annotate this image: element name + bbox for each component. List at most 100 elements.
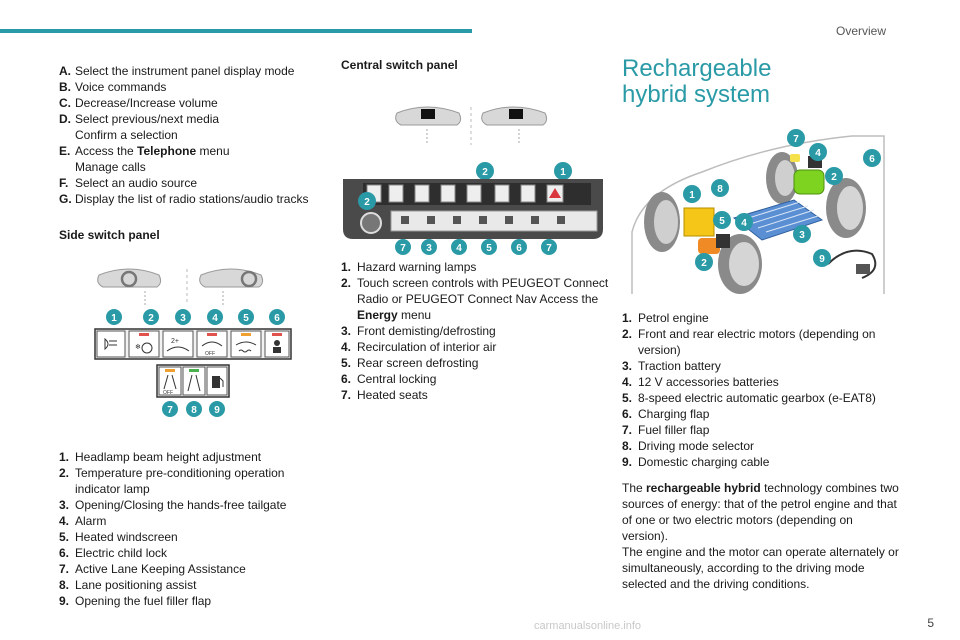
hybrid-badges: 7 4 2 6 1 8 5 4 3 2 9 xyxy=(683,129,881,271)
svg-text:6: 6 xyxy=(516,243,522,254)
accessory-battery xyxy=(716,234,730,248)
list-item: Confirm a selection xyxy=(75,128,178,142)
column-central-panel: Central switch panel 2 1 xyxy=(341,57,616,403)
svg-text:3: 3 xyxy=(426,243,432,254)
svg-text:7: 7 xyxy=(793,134,799,145)
watermark: carmanualsonline.info xyxy=(534,620,642,632)
svg-text:5: 5 xyxy=(243,313,249,324)
svg-text:9: 9 xyxy=(214,405,220,416)
svg-text:3: 3 xyxy=(180,313,186,324)
lane-position-icon xyxy=(182,366,206,396)
list-item: D.Select previous/next media xyxy=(59,112,220,126)
svg-text:OFF: OFF xyxy=(205,351,215,357)
list-item: E.Access the Telephone menu xyxy=(59,144,230,158)
controls-list: A.Select the instrument panel display mo… xyxy=(59,63,327,207)
list-item: 3.Front demisting/defrosting xyxy=(341,324,496,338)
list-item: 2.Front and rear electric motors (depend… xyxy=(622,327,876,357)
side-switch-list: 1.Headlamp beam height adjustment 2.Temp… xyxy=(59,449,327,609)
list-item: Manage calls xyxy=(75,160,146,174)
heated-windscreen-icon xyxy=(230,330,262,358)
steering-wheel-icon xyxy=(395,106,462,143)
list-item: 6.Central locking xyxy=(341,372,437,386)
svg-text:OFF: OFF xyxy=(163,390,173,396)
column-hybrid-system: Rechargeable hybrid system xyxy=(622,56,902,592)
svg-text:7: 7 xyxy=(546,243,552,254)
side-badges-bottom: 7 8 9 xyxy=(162,401,225,417)
list-item: 6.Charging flap xyxy=(622,407,710,421)
hazard-button-icon xyxy=(546,184,564,203)
list-item: 4.12 V accessories batteries xyxy=(622,375,779,389)
svg-text:7: 7 xyxy=(167,405,173,416)
svg-text:8: 8 xyxy=(717,184,723,195)
front-motor xyxy=(698,238,720,254)
list-item: 2.Touch screen controls with PEUGEOT Con… xyxy=(341,276,609,322)
svg-text:4: 4 xyxy=(456,243,462,254)
list-item: 1.Hazard warning lamps xyxy=(341,260,477,274)
hybrid-description: The rechargeable hybrid technology combi… xyxy=(622,481,899,543)
svg-text:5: 5 xyxy=(486,243,492,254)
header-accent-bar xyxy=(0,29,472,33)
fuel-flap-icon xyxy=(206,366,228,396)
wheel-icon xyxy=(718,234,762,294)
list-item: C.Decrease/Increase volume xyxy=(59,96,218,110)
page-number: 5 xyxy=(927,616,934,630)
page-title: Rechargeable hybrid system xyxy=(622,55,772,108)
svg-text:1: 1 xyxy=(111,313,117,324)
list-item: B.Voice commands xyxy=(59,80,167,94)
svg-text:3: 3 xyxy=(799,230,805,241)
list-item: 5.Rear screen defrosting xyxy=(341,356,479,370)
list-item: 9.Opening the fuel filler flap xyxy=(59,594,212,608)
wheel-icon xyxy=(826,178,866,238)
wheel-icon xyxy=(644,192,680,252)
preconditioning-icon: ❄ xyxy=(128,330,160,358)
badge: 2 xyxy=(482,167,488,178)
central-switch-panel-figure: 2 1 2 xyxy=(343,106,603,255)
svg-text:5: 5 xyxy=(719,216,725,227)
list-item: G.Display the list of radio stations/aud… xyxy=(59,192,309,206)
svg-text:2: 2 xyxy=(148,313,154,324)
alarm-icon: OFF xyxy=(196,330,228,358)
traction-battery xyxy=(732,199,824,241)
badge: 1 xyxy=(560,167,566,178)
svg-text:1: 1 xyxy=(689,190,695,201)
list-item: 8.Driving mode selector xyxy=(622,439,755,453)
list-item: 8.Lane positioning assist xyxy=(59,578,197,592)
side-switch-panel-heading: Side switch panel xyxy=(59,228,160,242)
list-item: 1.Petrol engine xyxy=(622,311,709,325)
list-item: 1.Headlamp beam height adjustment xyxy=(59,450,262,464)
side-switch-panel-figure: 1 2 3 4 5 6 ❄ 2+ OFF xyxy=(94,268,292,417)
lane-keeping-icon: OFF xyxy=(158,366,182,396)
svg-text:9: 9 xyxy=(819,254,825,265)
svg-text:4: 4 xyxy=(815,148,821,159)
list-item: 9.Domestic charging cable xyxy=(622,455,770,469)
list-item: 5.8-speed electric automatic gearbox (e-… xyxy=(622,391,876,405)
petrol-engine xyxy=(683,207,715,237)
headlamp-adjust-icon xyxy=(96,330,126,358)
list-item: F.Select an audio source xyxy=(59,176,198,190)
list-item: 3.Traction battery xyxy=(622,359,721,373)
charging-cable-icon xyxy=(827,249,877,279)
column-steering-controls: A.Select the instrument panel display mo… xyxy=(59,63,327,609)
list-item: 6.Electric child lock xyxy=(59,546,168,560)
steering-wheel-icon xyxy=(199,268,264,305)
side-badges-top: 1 2 3 4 5 6 xyxy=(106,309,285,325)
hybrid-description-2: The engine and the motor can operate alt… xyxy=(622,545,899,591)
list-item: 3.Opening/Closing the hands-free tailgat… xyxy=(59,498,287,512)
steering-wheel-icon xyxy=(97,268,162,305)
section-title: Overview xyxy=(835,24,886,38)
list-item: A.Select the instrument panel display mo… xyxy=(59,64,295,78)
steering-wheel-icon xyxy=(481,106,548,143)
svg-text:7: 7 xyxy=(400,243,406,254)
list-item: 7.Active Lane Keeping Assistance xyxy=(59,562,246,576)
svg-text:2: 2 xyxy=(831,172,837,183)
svg-text:4: 4 xyxy=(212,313,218,324)
rear-motor xyxy=(793,169,825,195)
svg-text:6: 6 xyxy=(274,313,280,324)
fuel-flap xyxy=(790,154,800,162)
list-item: 4.Recirculation of interior air xyxy=(341,340,497,354)
tailgate-icon: 2+ xyxy=(162,330,194,358)
list-item: 2.Temperature pre-conditioning operation… xyxy=(59,466,285,496)
svg-text:8: 8 xyxy=(191,405,197,416)
svg-text:❄: ❄ xyxy=(135,343,141,351)
badge: 2 xyxy=(364,197,370,208)
